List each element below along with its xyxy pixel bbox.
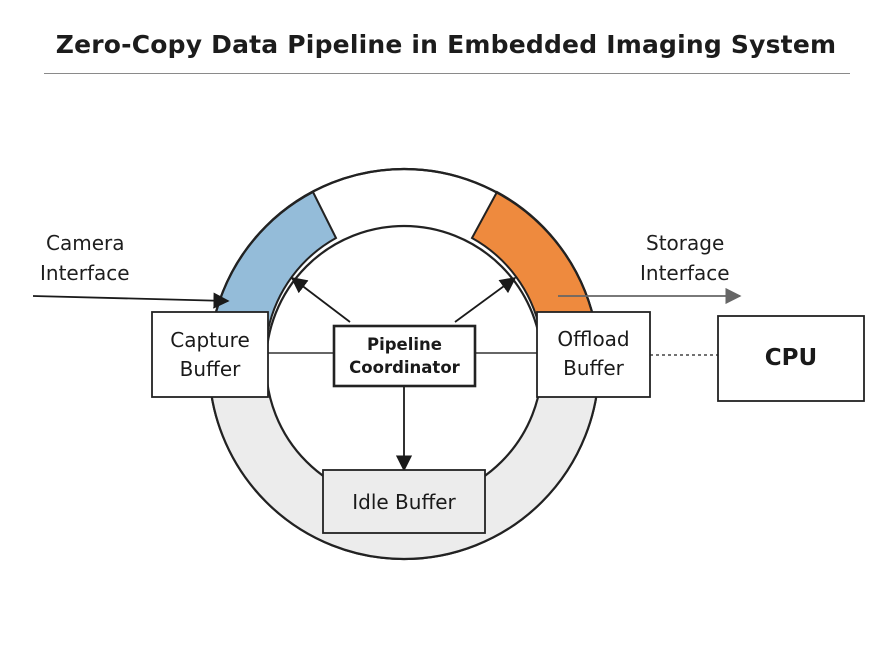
idle-buffer-box xyxy=(322,469,486,534)
storage-interface-label: Storage Interface xyxy=(640,231,730,285)
idle-segment xyxy=(209,364,599,559)
capture-buffer-label: Capture Buffer xyxy=(170,328,250,381)
idle-buffer-label: Idle Buffer xyxy=(352,490,456,514)
title-divider xyxy=(44,73,850,74)
diagram-title: Zero-Copy Data Pipeline in Embedded Imag… xyxy=(55,30,837,59)
pipeline-coordinator-label: Pipeline Coordinator xyxy=(349,335,460,377)
cpu-label: CPU xyxy=(764,345,818,371)
arrow-to-offload-segment xyxy=(454,277,517,323)
cpu-box xyxy=(717,315,865,402)
arrow-to-capture-segment xyxy=(290,277,351,323)
capture-buffer-box xyxy=(151,311,269,398)
pipeline-coordinator-box xyxy=(332,324,477,388)
camera-input-arrow xyxy=(32,292,230,309)
offload-buffer-box xyxy=(536,311,651,398)
camera-interface-label: Camera Interface xyxy=(40,231,130,285)
offload-buffer-label: Offload Buffer xyxy=(557,327,630,380)
